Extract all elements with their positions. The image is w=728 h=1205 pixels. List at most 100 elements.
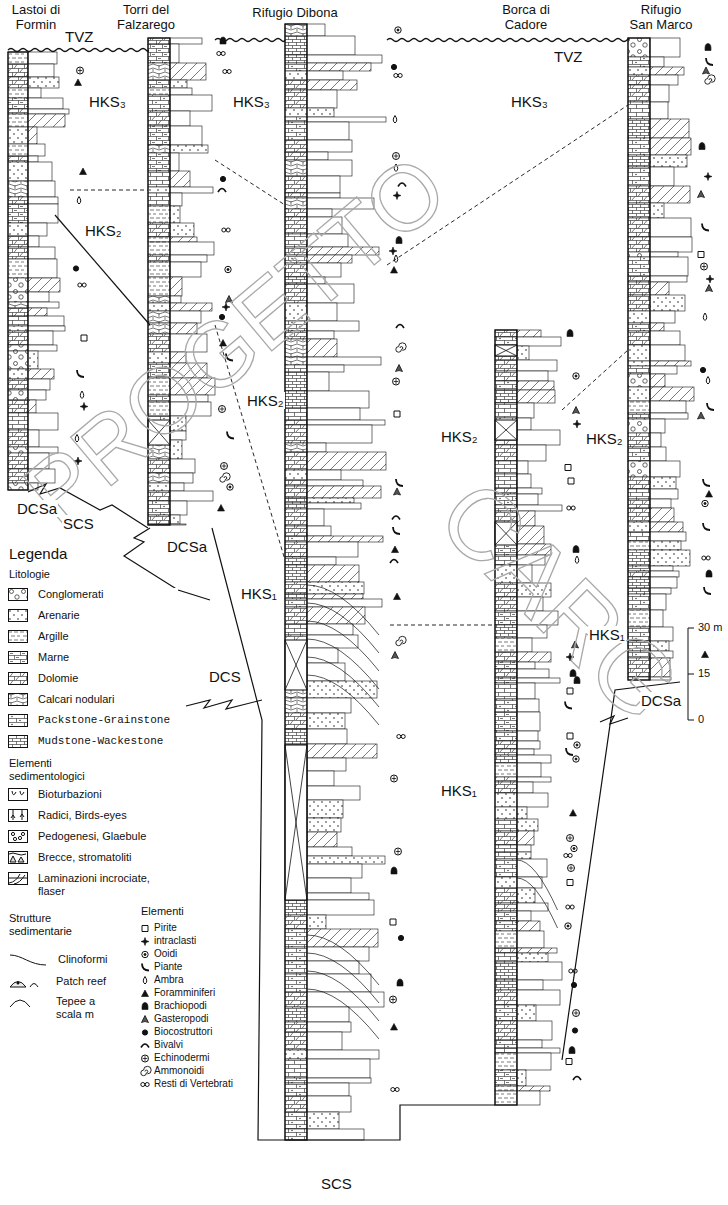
fossil-symbol: [698, 252, 704, 258]
fossil-symbol: [394, 411, 400, 417]
grain-profile: [517, 1040, 542, 1048]
watermark: PROGETTO: [8, 139, 461, 540]
lithology-bed: [8, 369, 28, 379]
fossil-symbol: [142, 1055, 149, 1062]
fossil-symbol: [226, 228, 230, 232]
fossil-symbol: [702, 224, 709, 231]
lithology-bed: [148, 237, 170, 242]
fossil-symbol: [393, 527, 400, 534]
lithology-bed: [285, 961, 307, 974]
fossil-symbol: [221, 52, 225, 56]
fossil-symbol: [220, 473, 230, 482]
lithology-bed: [285, 365, 307, 372]
grain-profile: [650, 447, 666, 461]
fossil-symbol: [566, 748, 573, 755]
fossil-symbol: [222, 228, 230, 232]
fossil-symbol: [396, 365, 403, 372]
fossil-symbol: [571, 845, 577, 851]
grain-profile: [307, 758, 346, 771]
fossil-symbol: [706, 58, 713, 65]
grain-profile: [28, 162, 52, 181]
lithology-bed: [628, 257, 650, 276]
lithology-bed: [495, 749, 517, 755]
fossil-symbol: [706, 491, 713, 498]
fossil-symbol: [568, 865, 575, 872]
grain-profile: [170, 193, 182, 206]
fossil-symbol: [704, 587, 711, 594]
fossil-symbol: [227, 484, 233, 490]
grain-profile: [517, 403, 534, 418]
legend-swatch: [10, 955, 46, 965]
lithology-bed: [495, 403, 517, 418]
grain-profile: [517, 953, 548, 962]
fossil-symbol: [706, 570, 712, 577]
lithology-bed: [628, 311, 650, 323]
fossil-symbol: [567, 330, 573, 337]
fossil-symbol: [706, 570, 712, 577]
lithology-bed: [148, 515, 170, 524]
lithology-bed: [285, 947, 307, 961]
fossil-symbol: [704, 173, 712, 181]
lithology-bed: [628, 38, 650, 57]
lithology-bed: [148, 145, 170, 153]
legend-swatch: [9, 715, 28, 727]
fossil-symbol: [570, 905, 574, 909]
lithology-bed: [628, 102, 650, 119]
lithology-bed: [628, 57, 650, 67]
boundary-line: [186, 700, 262, 709]
legend-item: Pedogenesi, Glaebule: [8, 830, 158, 843]
grain-profile: [650, 155, 687, 167]
lithology-bed: [628, 413, 650, 419]
lithology-bed: [285, 443, 307, 452]
unit-label: HKS₂: [84, 222, 123, 239]
fossil-symbol: [141, 1083, 145, 1087]
legend-text: Dolomie: [38, 672, 178, 685]
lithology-bed: [628, 541, 650, 550]
lithology-bed: [495, 1005, 517, 1021]
grain-profile: [307, 480, 363, 486]
lithology-bed: [285, 122, 307, 140]
fossil-symbol: [80, 168, 87, 175]
fossil-symbol: [391, 1024, 398, 1031]
grain-profile: [307, 698, 351, 713]
lithology-bed: [495, 763, 517, 777]
legend-text: Clinoformi: [58, 953, 138, 966]
fossil-symbol: [392, 776, 397, 781]
grain-profile: [307, 503, 361, 509]
lithology-bed: [628, 461, 650, 477]
fossil-symbol: [706, 377, 710, 385]
lithology-bed: [8, 379, 28, 390]
fossil-symbol: [220, 176, 225, 181]
lithology-bed: [495, 793, 517, 807]
covered-interval: [285, 640, 307, 690]
fossil-symbol: [141, 938, 149, 946]
grain-profile: [28, 278, 60, 292]
grain-profile: [28, 204, 58, 223]
legend-item: intraclasti: [140, 935, 234, 947]
grain-profile: [307, 582, 364, 594]
grain-profile: [170, 296, 181, 303]
fossil-symbol: [393, 378, 400, 385]
lithology-bed: [628, 323, 650, 331]
grain-profile: [28, 316, 64, 326]
fossil-symbol: [222, 228, 226, 232]
legend-item: Foramminiferi: [140, 987, 234, 999]
fossil-symbol: [702, 556, 710, 560]
fossil-symbol: [73, 266, 78, 271]
legend-text: Piante: [154, 961, 234, 973]
lithology-bed: [8, 308, 28, 316]
grain-profile: [307, 594, 363, 599]
fossil-symbol: [396, 365, 403, 372]
grain-profile: [170, 473, 193, 483]
legend-swatch: [8, 672, 28, 685]
lithology-bed: [285, 209, 307, 217]
grain-profile: [28, 351, 38, 369]
unit-label: HKS₂: [585, 430, 624, 447]
lithology-bed: [628, 508, 650, 522]
fossil-symbol: [75, 79, 82, 86]
legend-swatch: [8, 851, 28, 864]
fossil-symbol: [223, 70, 227, 74]
legend-text: Ambra: [154, 974, 234, 986]
lithology-bed: [628, 203, 650, 218]
fossil-symbol: [77, 370, 84, 377]
